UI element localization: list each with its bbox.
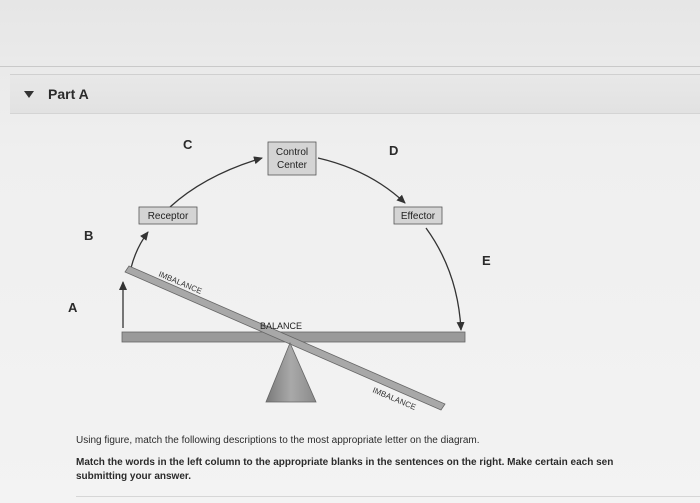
part-a-header[interactable]: Part A [10, 74, 700, 114]
instruction-line1: Using figure, match the following descri… [76, 435, 480, 446]
letter-b: B [84, 228, 93, 243]
imbalance-beam [124, 265, 446, 411]
receptor-box: Receptor [138, 206, 198, 225]
section-title[interactable]: Part A [48, 86, 89, 102]
instructions: Using figure, match the following descri… [76, 434, 700, 484]
control-label-line2: Center [277, 160, 308, 171]
bottom-divider [76, 496, 700, 497]
effector-label: Effector [401, 211, 436, 222]
instruction-line3-text: submitting your answer. [76, 471, 192, 482]
arrow-c [169, 156, 263, 208]
effector-box: Effector [393, 206, 443, 225]
homeostasis-diagram: IMBALANCE BALANCE IMBALANCE Receptor Con… [68, 137, 491, 412]
control-center-box: Control Center [267, 141, 317, 176]
letter-d: D [389, 143, 398, 158]
fulcrum [265, 341, 317, 403]
letter-e: E [482, 253, 491, 268]
arrow-e [425, 227, 465, 331]
receptor-label: Receptor [148, 211, 189, 222]
instruction-line2-text: Match the words in the left column to th… [76, 457, 614, 468]
control-label-line1: Control [276, 147, 308, 158]
balance-label: BALANCE [260, 321, 302, 331]
top-divider [0, 66, 700, 67]
letter-c: C [183, 137, 193, 152]
letter-a: A [68, 300, 78, 315]
triangle-down-icon[interactable] [24, 90, 34, 98]
arrow-d [317, 157, 406, 204]
instruction-line2: Match the words in the left column to th… [76, 456, 700, 484]
arrow-b [130, 231, 149, 269]
